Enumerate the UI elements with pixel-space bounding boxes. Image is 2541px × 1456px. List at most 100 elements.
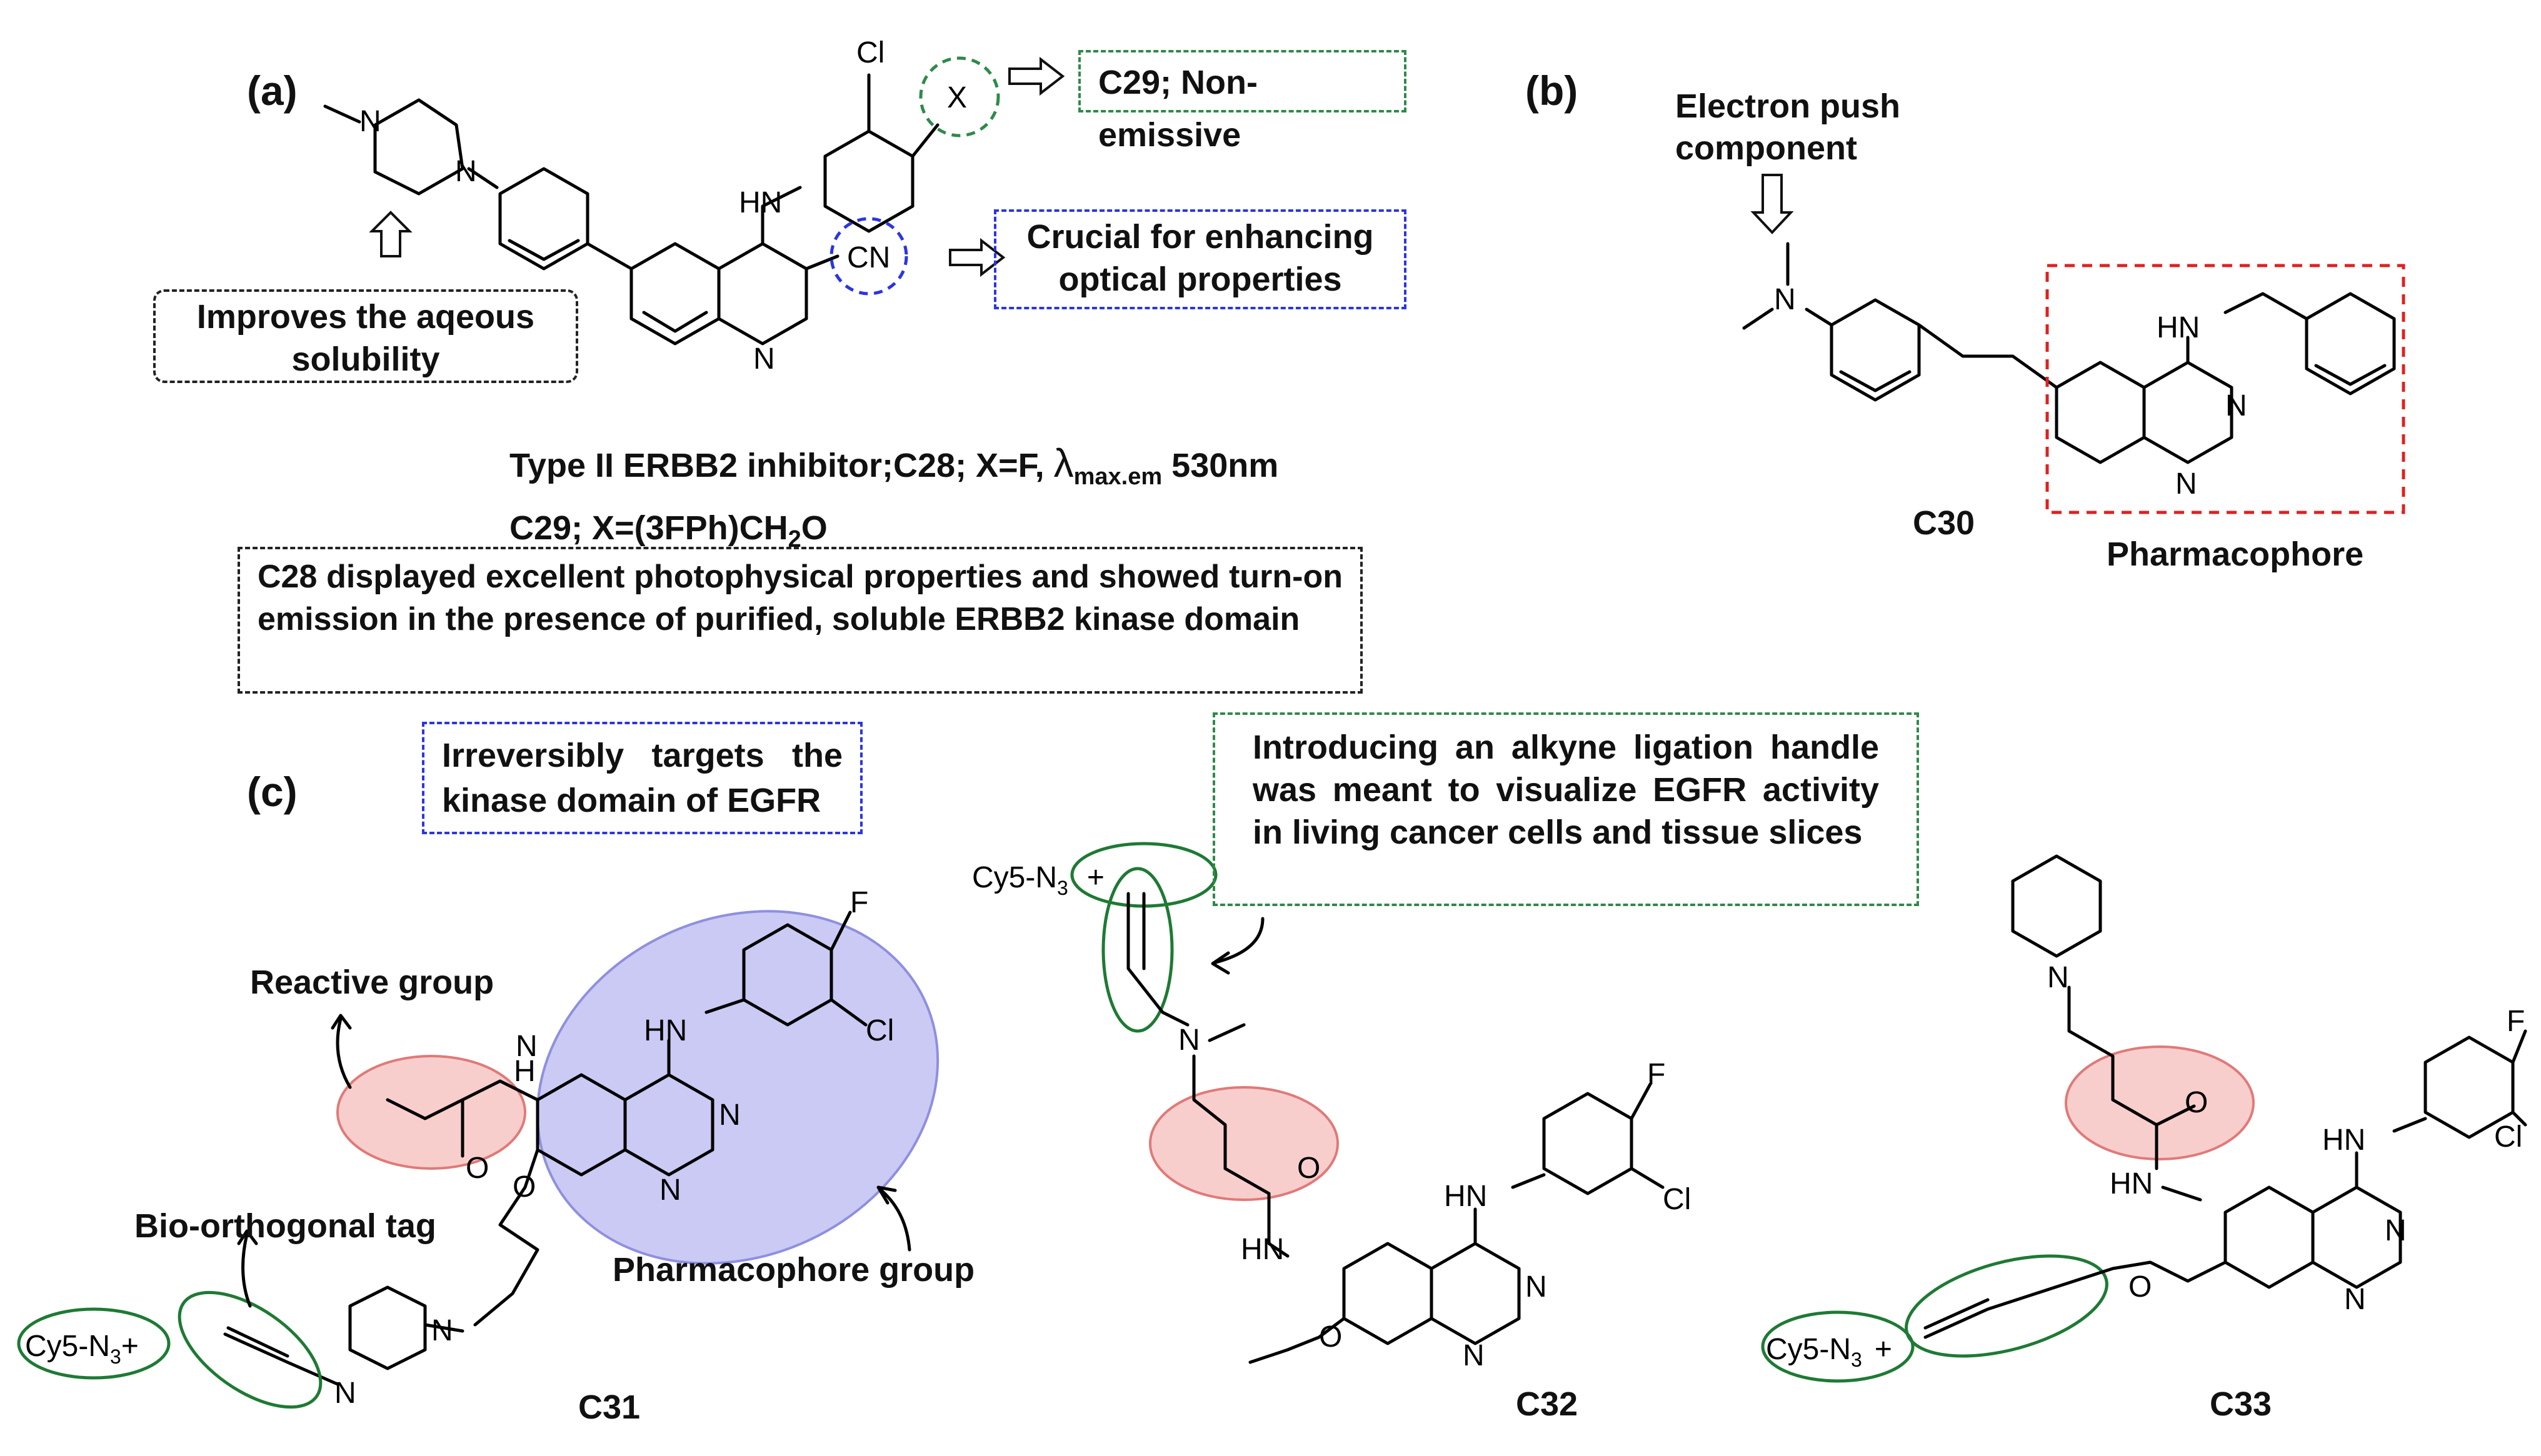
panel-a-label: (a) xyxy=(247,67,298,114)
atom-h-c31: H xyxy=(514,1055,536,1088)
pharmacophore-highlight-c31 xyxy=(536,910,940,1265)
note-optical-line2: optical properties xyxy=(1058,261,1342,298)
quinazoline-pyrimidine-c32 xyxy=(1430,1242,1521,1345)
biaryl-bond-a xyxy=(586,242,633,271)
compound-label-c33: C33 xyxy=(2210,1385,2272,1423)
benzyl-bond-b xyxy=(2223,292,2308,321)
structure-c32 xyxy=(1126,892,1665,1364)
atom-cl-c32: Cl xyxy=(1663,1183,1691,1216)
panel-b-label: (b) xyxy=(1525,67,1578,114)
cy5-tag-c33 xyxy=(1761,1310,1915,1383)
phenyl-ring-a xyxy=(498,167,589,271)
note-solubility: Improves the aqeous solubility xyxy=(153,289,578,383)
atom-f-c32: F xyxy=(1647,1058,1665,1091)
atom-n1-c32: N xyxy=(1525,1270,1547,1304)
quinazoline-pyrimidine-b xyxy=(2142,361,2233,464)
aryl-n-bond-a xyxy=(467,167,499,189)
crotonamide-chain-c32 xyxy=(1192,1054,1271,1195)
alkyne-line2-c31 xyxy=(226,1326,289,1358)
panel-b-structure xyxy=(1742,242,2396,464)
atom-n2-c31: N xyxy=(659,1174,681,1207)
hn-bond-a xyxy=(761,186,802,246)
atom-o-carbonyl-c33: O xyxy=(2185,1086,2208,1119)
atom-cn-a: CN xyxy=(847,241,890,274)
atom-n-methyl-a: N xyxy=(359,105,381,138)
electron-push-line2: component xyxy=(1675,129,1857,167)
pharmacophore-box xyxy=(2045,264,2405,514)
atom-o-ether-c31: O xyxy=(513,1170,536,1204)
caption-line2: C29; X=(3FPh)CH2O xyxy=(509,502,1278,565)
atom-hn-amide-c33: HN xyxy=(2110,1167,2153,1200)
f-bond-c31 xyxy=(829,910,852,952)
reactive-group-highlight-c33 xyxy=(2065,1045,2255,1160)
quinazoline-benzo-c32 xyxy=(1342,1242,1433,1345)
cl-bond-c33 xyxy=(2511,1110,2527,1127)
caption-line2-suffix: O xyxy=(801,509,828,547)
cn-bond-a xyxy=(804,254,839,271)
note-alkyne: Introducing an alkyne ligation handle wa… xyxy=(1213,712,1919,906)
cy5-label-c33: Cy5-N3+ xyxy=(1766,1333,1892,1371)
amide-c32 xyxy=(1267,1192,1290,1258)
atom-hn-c32: HN xyxy=(1444,1180,1487,1213)
atom-cl-c31: Cl xyxy=(866,1014,894,1047)
f-bond-c32 xyxy=(1630,1082,1652,1120)
atom-o-carbonyl-c32: O xyxy=(1297,1152,1320,1185)
reactive-arrow-c31 xyxy=(336,1017,352,1089)
alkyne-highlight-c33 xyxy=(1905,1254,2108,1358)
atom-hn-b: HN xyxy=(2157,311,2200,344)
atom-hn-amide-c32: HN xyxy=(1241,1233,1284,1266)
reactive-group-highlight-c32 xyxy=(1149,1086,1339,1201)
caption-line1: Type II ERBB2 inhibitor;C28; X=F, λmax.e… xyxy=(509,437,1278,502)
atom-o-c32: O xyxy=(1319,1320,1342,1354)
cy5-label-c31: Cy5-N3+ xyxy=(25,1330,139,1368)
pharmacophore-label: Pharmacophore xyxy=(2107,536,2363,573)
atom-n-amine-c32: N xyxy=(1178,1024,1200,1057)
atom-n2-c33: N xyxy=(2344,1283,2366,1316)
atom-n4-c31: N xyxy=(334,1377,356,1410)
atom-cl-a: Cl xyxy=(856,36,885,69)
note-solubility-line2: solubility xyxy=(291,341,440,378)
aniline-link-c33 xyxy=(2392,1117,2427,1133)
arrow-right-icon xyxy=(949,237,1006,277)
note-optical: Crucial for enhancing optical properties xyxy=(994,209,1406,309)
methyl-bond-b2 xyxy=(1742,307,1774,330)
atom-o-ether-c33: O xyxy=(2128,1270,2152,1304)
note-irreversible-text: Irreversibly targets the kinase domain o… xyxy=(442,737,843,819)
lambda-subscript: max.em xyxy=(1073,463,1163,490)
methyl-bond-a xyxy=(323,104,361,124)
alkyne-chain-c32 xyxy=(1126,892,1190,1027)
reactive-group-highlight-c31 xyxy=(336,1055,526,1170)
n-aryl-bond-b xyxy=(1805,307,1833,327)
structure-c31 xyxy=(223,910,868,1386)
atom-n-amide-c31: N xyxy=(516,1030,538,1063)
acrylamide-bond-c31 xyxy=(386,1098,464,1158)
panel-a-structure xyxy=(323,73,940,346)
benzyl-inner-b xyxy=(2314,364,2387,386)
compound-label-c32: C32 xyxy=(1516,1385,1578,1423)
pharmacophore-group-label: Pharmacophore group xyxy=(613,1251,975,1289)
note-summary: C28 displayed excellent photophysical pr… xyxy=(238,547,1363,694)
propargyl-ether-c33 xyxy=(1923,1260,2227,1339)
alkyne-line2-c33 xyxy=(1923,1298,1990,1330)
atom-x-a: X xyxy=(947,81,967,114)
lambda-symbol: λ xyxy=(1053,441,1074,486)
amide-c33 xyxy=(2161,1185,2202,1202)
carbonyl-c33 xyxy=(2155,1104,2196,1127)
cn-highlight-circle xyxy=(829,217,908,296)
quinoline-benzo-a xyxy=(629,242,721,346)
piperazine-ring-a xyxy=(373,98,464,196)
cl-bond-c31 xyxy=(829,998,868,1027)
bio-orthogonal-label: Bio-orthogonal tag xyxy=(134,1207,436,1245)
compound-label-c30: C30 xyxy=(1913,504,1975,542)
atom-o-carbonyl-c31: O xyxy=(466,1152,489,1185)
note-optical-line1: Crucial for enhancing xyxy=(1026,218,1374,256)
atom-cl-c33: Cl xyxy=(2494,1120,2522,1154)
note-nonemissive-text: C29; Non-emissive xyxy=(1098,64,1258,154)
note-solubility-line1: Improves the aqeous xyxy=(196,298,535,336)
piperazine-c31 xyxy=(348,1285,427,1370)
n-methyl-c32 xyxy=(1208,1023,1246,1042)
arrow-down-icon xyxy=(1750,174,1794,234)
arrowhead-icon xyxy=(237,1229,258,1245)
atom-n-ring-a: N xyxy=(753,342,775,376)
x-bond-a xyxy=(911,123,940,158)
